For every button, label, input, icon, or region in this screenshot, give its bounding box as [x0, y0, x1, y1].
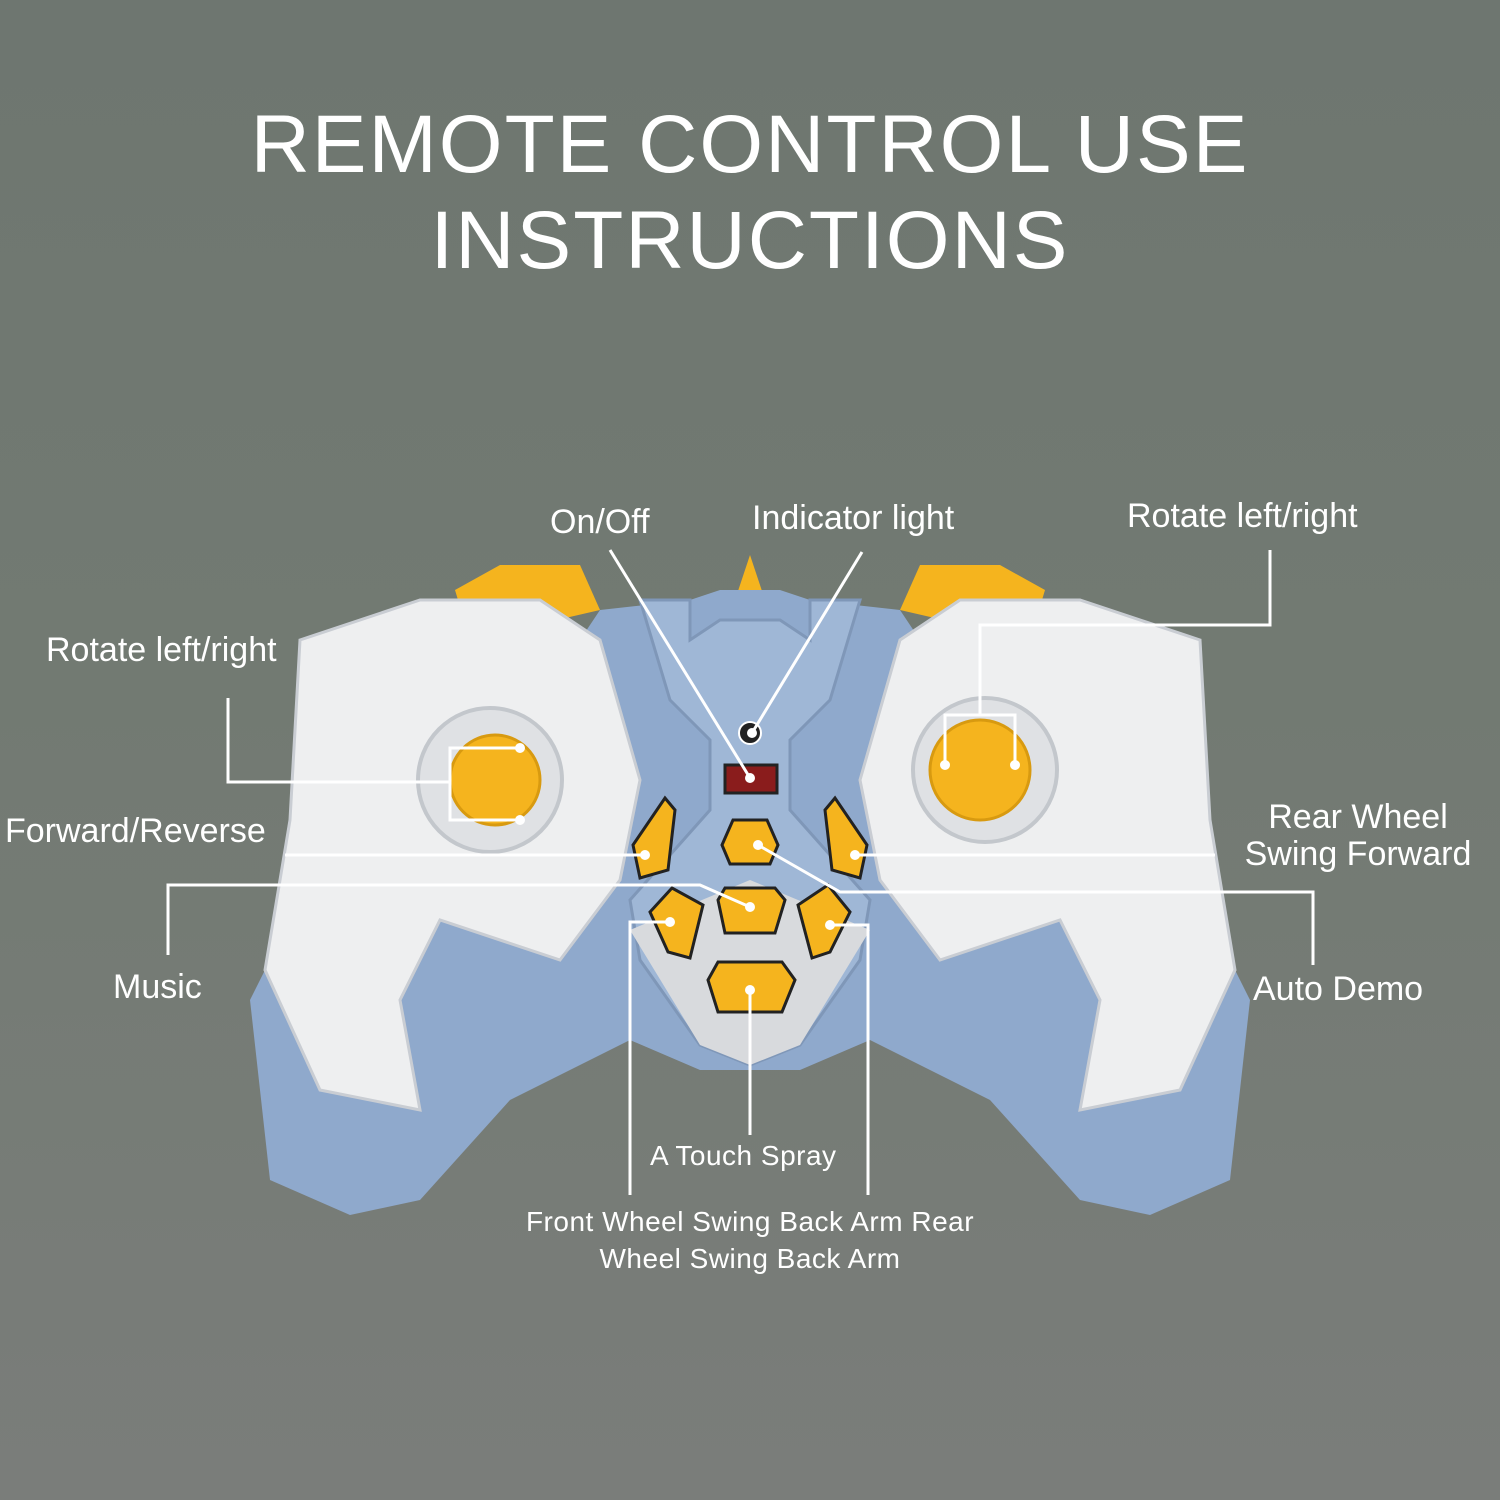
label-rear-wheel-line1: Rear Wheel: [1268, 798, 1448, 836]
rear-wheel-back-button[interactable]: [796, 882, 852, 960]
label-rotate-right-stick: Rotate left/right: [1127, 497, 1358, 535]
label-on-off: On/Off: [550, 503, 650, 541]
label-arm-line1: Front Wheel Swing Back Arm Rear: [525, 1206, 975, 1237]
label-music: Music: [113, 968, 202, 1006]
title-line-1: REMOTE CONTROL USE: [250, 99, 1250, 190]
label-touch-spray: A Touch Spray: [650, 1140, 837, 1171]
label-rear-wheel-line2: Swing Forward: [1244, 835, 1472, 874]
antenna: [735, 555, 765, 600]
label-rotate-left-stick: Rotate left/right: [46, 631, 277, 669]
label-auto-demo: Auto Demo: [1253, 970, 1424, 1008]
title-line-2: INSTRUCTIONS: [430, 195, 1070, 286]
label-indicator-light: Indicator light: [752, 499, 955, 537]
label-swing-back-arms: Front Wheel Swing Back Arm Rear Wheel Sw…: [450, 1203, 1050, 1277]
label-arm-line2: Wheel Swing Back Arm: [599, 1243, 901, 1274]
auto-demo-button[interactable]: [720, 818, 780, 866]
right-joystick[interactable]: [928, 718, 1032, 822]
label-forward-reverse: Forward/Reverse: [5, 812, 266, 850]
label-rear-wheel-swing-forward: Rear Wheel Swing Forward: [1228, 798, 1488, 874]
front-wheel-back-button[interactable]: [648, 886, 705, 960]
leader-lines: [166, 549, 1315, 1195]
